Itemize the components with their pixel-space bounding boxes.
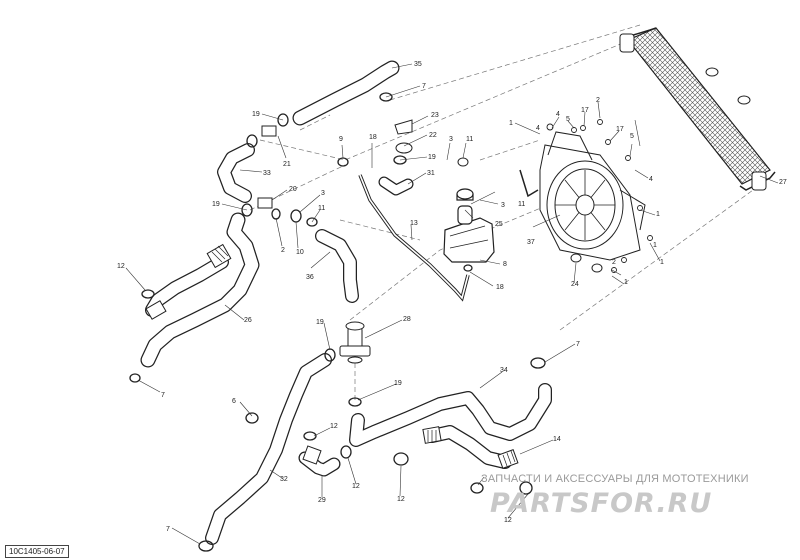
callout-21: 21 <box>283 161 291 168</box>
callout-36: 36 <box>306 274 314 281</box>
callout-25: 25 <box>495 221 503 228</box>
watermark-logo: PARTSFOR.RU <box>490 488 713 519</box>
callout-9: 9 <box>339 136 343 143</box>
fittings <box>257 119 469 364</box>
callout-7: 7 <box>576 341 580 348</box>
callout-4: 4 <box>556 111 560 118</box>
callout-28: 28 <box>403 316 411 323</box>
coolant-reservoir <box>443 188 495 263</box>
callout-12: 12 <box>117 263 125 270</box>
callout-1: 1 <box>656 211 660 218</box>
callouts: 35 7 19 23 9 18 22 3 11 19 21 33 31 20 1… <box>117 61 787 533</box>
callout-18: 18 <box>369 134 377 141</box>
callout-17: 17 <box>581 107 589 114</box>
callout-7: 7 <box>166 526 170 533</box>
callout-34: 34 <box>500 367 508 374</box>
callout-2: 2 <box>612 259 616 266</box>
callout-12: 12 <box>397 496 405 503</box>
watermark-caption: ЗАПЧАСТИ И АКСЕССУАРЫ ДЛЯ МОТОТЕХНИКИ <box>481 473 749 485</box>
hoses-fill <box>141 61 551 544</box>
callout-3: 3 <box>321 190 325 197</box>
callout-31: 31 <box>427 170 435 177</box>
callout-17: 17 <box>616 126 624 133</box>
callout-20: 20 <box>289 186 297 193</box>
callout-13: 13 <box>410 220 418 227</box>
callout-29: 29 <box>318 497 326 504</box>
callout-32: 32 <box>280 476 288 483</box>
callout-1: 1 <box>660 259 664 266</box>
callout-12: 12 <box>352 483 360 490</box>
callout-1: 1 <box>624 279 628 286</box>
callout-19: 19 <box>212 201 220 208</box>
fan-assembly <box>519 131 646 273</box>
callout-23: 23 <box>431 112 439 119</box>
hoses-outline <box>140 60 552 545</box>
callout-19: 19 <box>428 154 436 161</box>
callout-35: 35 <box>414 61 422 68</box>
ribbed-ends <box>145 243 519 469</box>
callout-4: 4 <box>649 176 653 183</box>
clamps <box>129 92 546 552</box>
leader-lines <box>125 63 779 545</box>
callout-4: 4 <box>536 125 540 132</box>
callout-11: 11 <box>318 205 325 212</box>
callout-5: 5 <box>630 133 634 140</box>
callout-2: 2 <box>596 97 600 104</box>
callout-33: 33 <box>263 170 271 177</box>
callout-7: 7 <box>161 392 165 399</box>
diagram-reference-code: 10C1405-06-07 <box>5 545 69 558</box>
callout-19: 19 <box>316 319 324 326</box>
callout-1: 1 <box>653 242 657 249</box>
callout-11: 11 <box>518 201 525 208</box>
callout-6: 6 <box>232 398 236 405</box>
callout-22: 22 <box>429 132 437 139</box>
callout-7: 7 <box>422 83 426 90</box>
callout-26: 26 <box>244 317 252 324</box>
callout-11: 11 <box>466 136 473 143</box>
callout-19: 19 <box>394 380 402 387</box>
callout-5: 5 <box>566 116 570 123</box>
callout-18: 18 <box>496 284 504 291</box>
callout-12: 12 <box>504 517 512 524</box>
fan-fasteners <box>546 119 653 273</box>
callout-24: 24 <box>571 281 579 288</box>
callout-14: 14 <box>553 436 561 443</box>
callout-37: 37 <box>527 239 535 246</box>
callout-27: 27 <box>779 179 787 186</box>
callout-19: 19 <box>252 111 260 118</box>
radiator <box>619 27 776 191</box>
callout-2: 2 <box>281 247 285 254</box>
callout-3: 3 <box>449 136 453 143</box>
callout-12: 12 <box>330 423 338 430</box>
callout-8: 8 <box>503 261 507 268</box>
callout-1: 1 <box>509 120 513 127</box>
callout-3: 3 <box>501 202 505 209</box>
callout-10: 10 <box>296 249 304 256</box>
